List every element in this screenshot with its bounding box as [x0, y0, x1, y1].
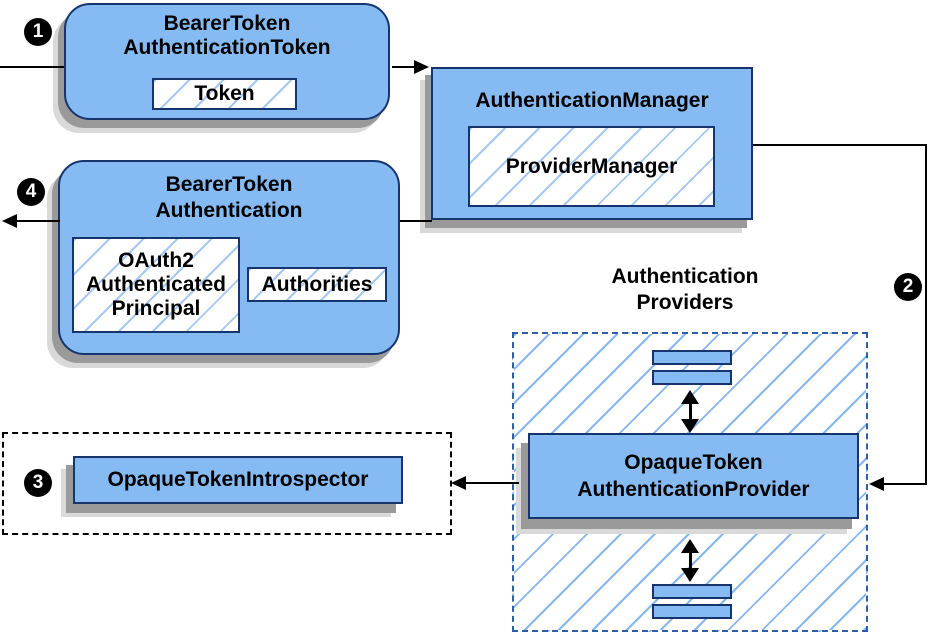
title-line-1: BearerToken [165, 173, 293, 196]
principal-line-2: Authenticated [85, 273, 226, 296]
authorities-label: Authorities [261, 272, 373, 296]
provider-stack-bar [652, 604, 732, 619]
node-opaque-token-authentication-provider: OpaqueToken AuthenticationProvider [528, 433, 859, 519]
line-provider-to-introspector [466, 482, 519, 484]
arrow-shaft [688, 404, 692, 419]
line-authentication-outgoing [16, 220, 60, 222]
provider-stack-bar [652, 350, 732, 365]
line-manager-to-provider-vertical [925, 144, 927, 485]
token-box: Token [152, 78, 297, 110]
arrow-down-icon [681, 568, 699, 582]
line-manager-to-provider-horizontal [753, 144, 927, 146]
arrowhead-token-to-manager-icon [414, 60, 429, 74]
title-line-1: AuthenticationManager [475, 89, 709, 112]
authentication-providers-label: Authentication Providers [535, 264, 835, 316]
token-label: Token [194, 82, 255, 105]
introspector-dashed-container: OpaqueTokenIntrospector [2, 432, 452, 535]
badge-step-3: 3 [24, 469, 52, 497]
node-authentication-manager: AuthenticationManager ProviderManager [431, 67, 753, 220]
line-incoming-request [0, 66, 64, 68]
arrowhead-into-provider-icon [869, 477, 884, 491]
oauth2-principal-box: OAuth2 Authenticated Principal [72, 237, 240, 333]
provider-title-line-1: OpaqueToken [624, 451, 763, 474]
title-line-1: BearerToken [163, 12, 291, 35]
node-bearer-token-authentication: BearerToken Authentication OAuth2 Authen… [58, 160, 400, 355]
arrow-up-icon [681, 390, 699, 404]
double-arrow-bottom-icon [679, 539, 701, 582]
arrowhead-provider-to-introspector-icon [451, 476, 466, 490]
badge-step-4: 4 [17, 178, 45, 206]
principal-line-1: OAuth2 [118, 249, 194, 272]
node-title: BearerToken AuthenticationToken [66, 5, 388, 60]
provider-manager-box: ProviderManager [468, 126, 715, 207]
node-bearer-token-authentication-token: BearerToken AuthenticationToken Token [64, 3, 390, 120]
badge-step-2: 2 [894, 273, 922, 301]
provider-title-line-2: AuthenticationProvider [577, 478, 810, 501]
providers-dashed-area: OpaqueToken AuthenticationProvider [512, 332, 868, 632]
principal-line-3: Principal [111, 297, 201, 320]
title-line-2: Authentication [155, 199, 303, 222]
provider-stack-bar [652, 370, 732, 385]
line-into-provider [884, 483, 927, 485]
arrow-up-icon [681, 539, 699, 553]
arrowhead-authentication-outgoing-icon [2, 214, 17, 228]
double-arrow-top-icon [679, 390, 701, 433]
title-line-2: AuthenticationToken [123, 36, 331, 59]
badge-step-1: 1 [24, 18, 52, 46]
node-title: AuthenticationManager [433, 69, 751, 113]
arrow-down-icon [681, 419, 699, 433]
label-line-1: Authentication [611, 265, 759, 288]
introspector-label: OpaqueTokenIntrospector [107, 468, 369, 491]
label-line-2: Providers [636, 291, 734, 314]
authorities-box: Authorities [247, 267, 387, 302]
node-title: BearerToken Authentication [60, 162, 398, 224]
line-token-to-manager [392, 66, 416, 68]
provider-stack-bar [652, 584, 732, 599]
arrow-shaft [688, 553, 692, 568]
provider-manager-label: ProviderManager [505, 154, 678, 178]
node-opaque-token-introspector: OpaqueTokenIntrospector [73, 456, 403, 504]
line-manager-to-authentication [400, 220, 432, 222]
